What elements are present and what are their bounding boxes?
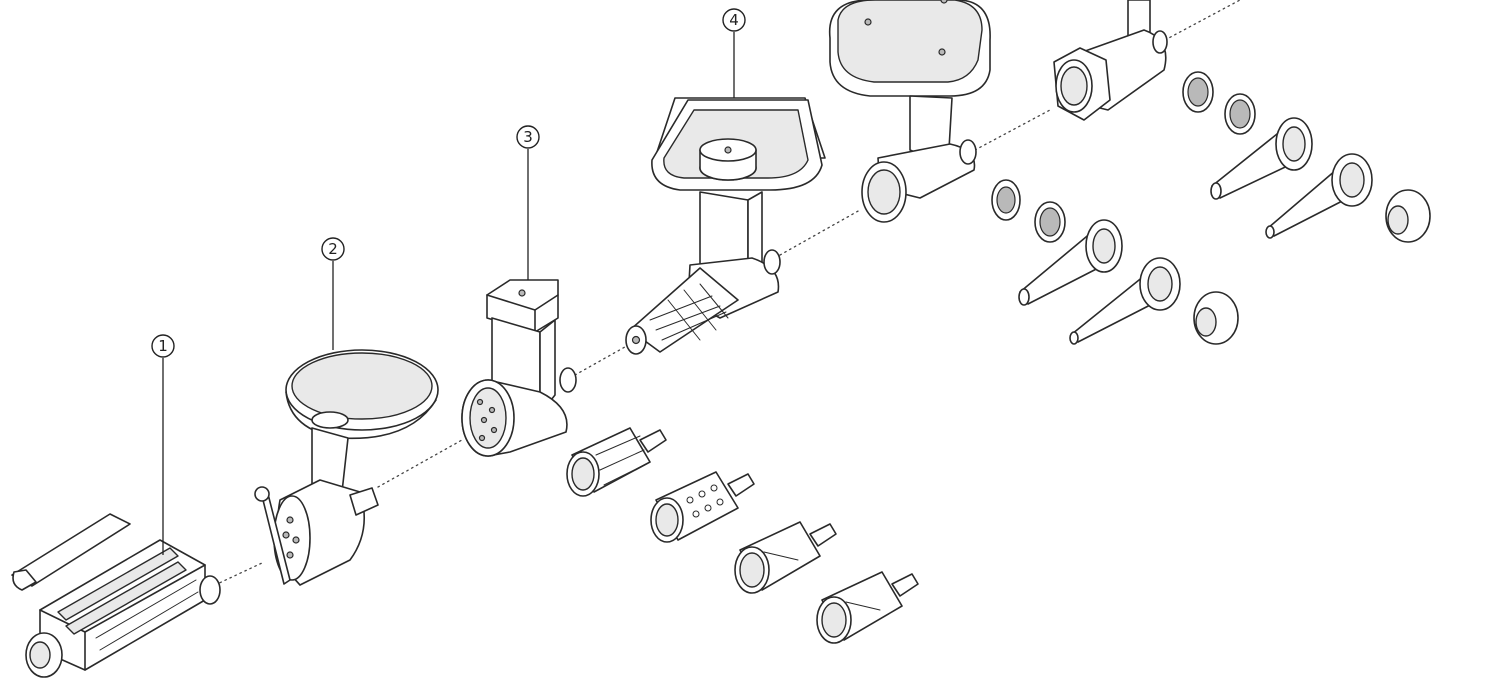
meat-grinder-2 — [1053, 0, 1168, 121]
callout-label: 2 — [328, 240, 338, 258]
slicing-cone-2 — [816, 571, 919, 644]
grinder-plate-4 — [1224, 93, 1256, 135]
slicer-shredder-housing — [461, 279, 577, 457]
stuffer-cap-1 — [1193, 291, 1239, 345]
food-grinder-tray — [651, 97, 826, 319]
callout-4: 4 — [722, 8, 746, 98]
callout-2: 2 — [321, 237, 345, 350]
sausage-stuffer-tube-2 — [1069, 257, 1181, 345]
sausage-stuffer-tube-3 — [1210, 117, 1313, 200]
food-tray-attachment — [254, 349, 439, 586]
grinder-cone-mesh — [625, 267, 739, 355]
callout-label: 4 — [729, 11, 739, 29]
slicing-cone-1 — [734, 521, 837, 594]
grinder-plate-3 — [1182, 71, 1214, 113]
stuffer-cap-2 — [1385, 189, 1431, 243]
pasta-roller — [11, 513, 221, 678]
callout-label: 3 — [523, 128, 533, 146]
callout-label: 1 — [158, 337, 168, 355]
sausage-stuffer-tube-4 — [1265, 153, 1373, 239]
grinder-plate-2 — [1034, 201, 1066, 243]
grinder-plate-1 — [991, 179, 1021, 221]
shredder-cone-1 — [566, 427, 667, 497]
shredder-cone-2 — [650, 471, 755, 543]
alignment-axis — [214, 0, 1241, 586]
sausage-stuffer-tube-1 — [1018, 219, 1123, 306]
callout-1: 1 — [151, 334, 175, 555]
callout-3: 3 — [516, 125, 540, 280]
meat-grinder-1 — [828, 0, 991, 223]
